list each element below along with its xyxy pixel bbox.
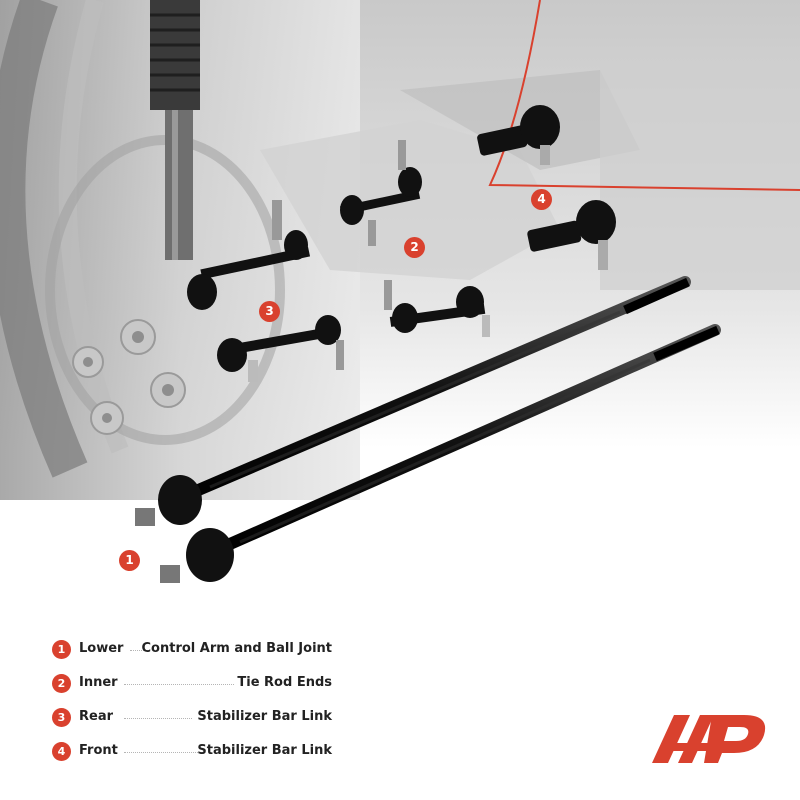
leader-line xyxy=(130,650,146,651)
marker-4: 4 xyxy=(531,189,552,210)
leader-line xyxy=(124,684,234,685)
legend-number: 1 xyxy=(52,640,71,659)
parts-legend: 1 Lower Control Arm and Ball Joint 2 Inn… xyxy=(52,640,342,776)
marker-2: 2 xyxy=(404,237,425,258)
legend-left-label: Lower xyxy=(79,641,124,656)
legend-left-label: Rear xyxy=(79,709,114,724)
legend-row-2: 2 Inner Tie Rod Ends xyxy=(52,674,342,708)
legend-number: 2 xyxy=(52,674,71,693)
marker-3: 3 xyxy=(259,301,280,322)
legend-right-label: Tie Rod Ends xyxy=(237,675,332,690)
leader-line xyxy=(124,752,198,753)
marker-1: 1 xyxy=(119,550,140,571)
legend-row-3: 3 Rear Stabilizer Bar Link xyxy=(52,708,342,742)
legend-right-label: Stabilizer Bar Link xyxy=(197,743,332,758)
legend-left-label: Inner xyxy=(79,675,118,690)
legend-row-4: 4 Front Stabilizer Bar Link xyxy=(52,742,342,776)
legend-right-label: Control Arm and Ball Joint xyxy=(141,641,332,656)
legend-left-label: Front xyxy=(79,743,118,758)
leader-line xyxy=(124,718,192,719)
a-premium-logo-icon xyxy=(652,715,766,763)
legend-number: 3 xyxy=(52,708,71,727)
legend-number: 4 xyxy=(52,742,71,761)
legend-right-label: Stabilizer Bar Link xyxy=(197,709,332,724)
legend-row-1: 1 Lower Control Arm and Ball Joint xyxy=(52,640,342,674)
